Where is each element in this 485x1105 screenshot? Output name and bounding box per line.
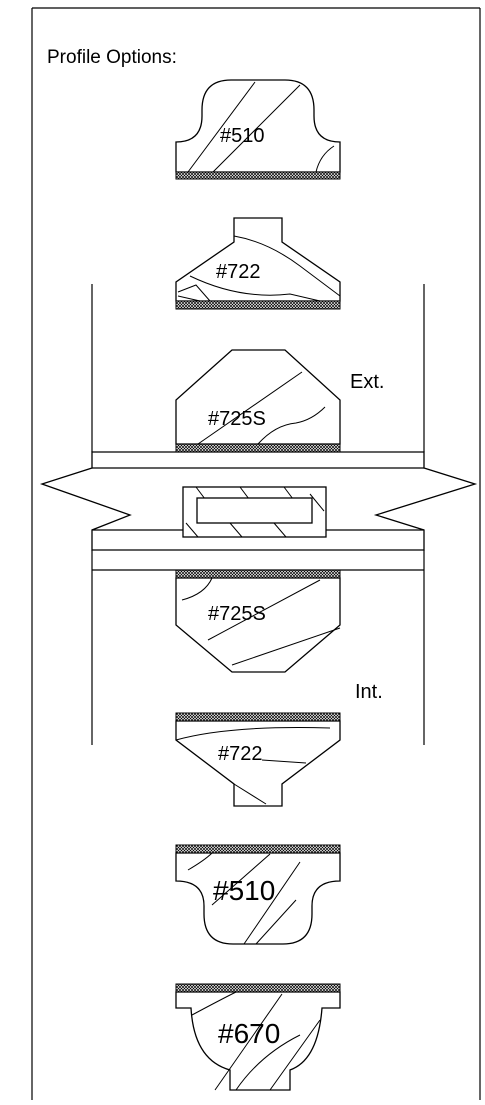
profile-670-bottom: #670: [175, 983, 341, 1091]
exterior-label: Ext.: [350, 371, 384, 393]
page-title: Profile Options:: [47, 47, 177, 68]
profile-722-top: #722: [175, 217, 341, 310]
interior-label: Int.: [355, 681, 383, 703]
profile-label: #722: [216, 261, 261, 283]
profile-label: #725S: [208, 408, 266, 430]
sash-cross-section: [39, 451, 478, 571]
profile-label: #725S: [208, 603, 266, 625]
profile-label: #722: [218, 743, 263, 765]
profile-label: #510: [213, 875, 275, 906]
profile-label: #510: [220, 125, 265, 147]
profile-725s-exterior: #725S: [175, 349, 341, 453]
profile-725s-interior: #725S: [175, 569, 341, 673]
profile-722-bottom: #722: [175, 712, 341, 807]
profile-510-top: #510: [175, 79, 341, 180]
profile-label: #670: [218, 1018, 280, 1049]
glass-pane: [196, 497, 313, 524]
profile-510-bottom: #510: [175, 844, 341, 945]
